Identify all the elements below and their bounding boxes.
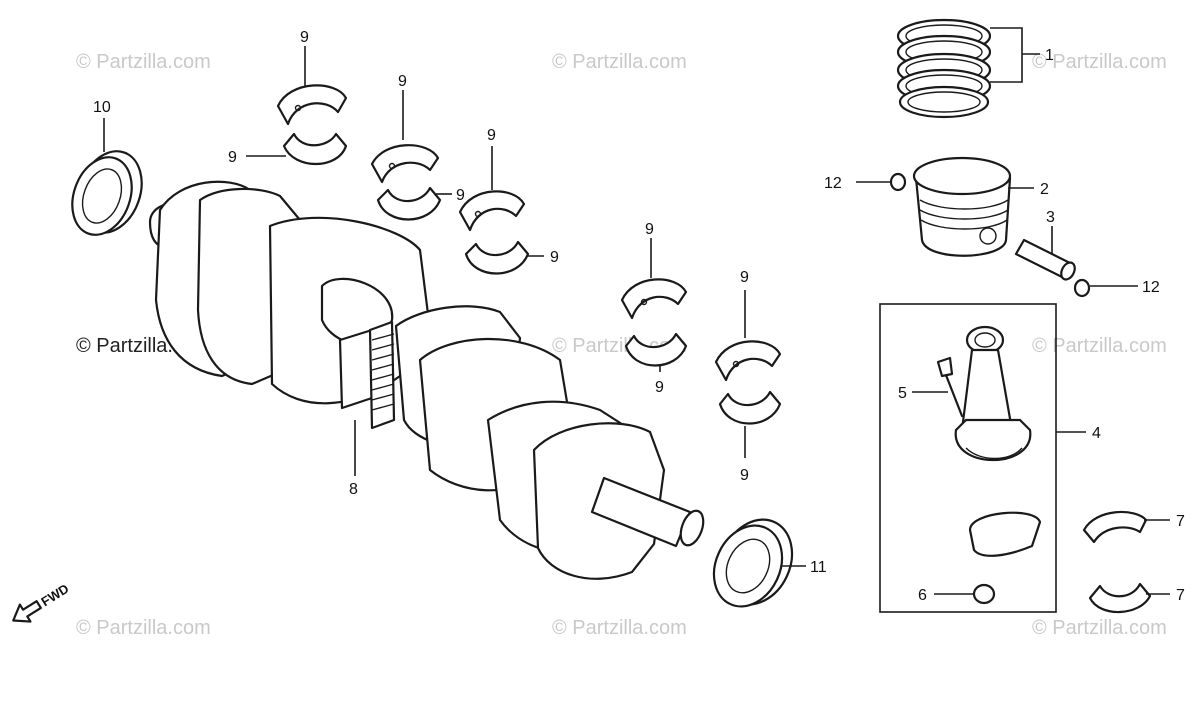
conrod-assembly-box (879, 303, 1057, 613)
oil-seal-right[interactable] (701, 508, 805, 618)
callout-9: 9 (398, 73, 407, 90)
callout-3: 3 (1046, 209, 1055, 226)
watermark: © Partzilla.com (1032, 617, 1167, 639)
callout-7: 7 (1176, 513, 1185, 530)
callout-9: 9 (487, 127, 496, 144)
piston-ring-set[interactable] (896, 18, 992, 119)
callout-7: 7 (1176, 587, 1185, 604)
watermark: © Partzilla.com (1032, 335, 1167, 357)
leader-line (990, 27, 1040, 83)
callout-10: 10 (93, 99, 111, 116)
main-bearing[interactable] (620, 278, 688, 367)
callout-9: 9 (550, 249, 559, 266)
callout-9: 9 (740, 467, 749, 484)
watermark: © Partzilla.com (76, 51, 211, 73)
callout-6: 6 (918, 587, 927, 604)
callout-9: 9 (645, 221, 654, 238)
callout-11: 11 (810, 559, 827, 576)
rod-bolt[interactable] (936, 356, 964, 418)
callout-9: 9 (655, 379, 664, 396)
fwd-label: FWD (38, 581, 71, 609)
connecting-rod[interactable] (954, 325, 1032, 461)
fwd-arrow-icon: FWD (12, 581, 71, 623)
main-bearing[interactable] (458, 190, 530, 275)
watermarks: © Partzilla.com © Partzilla.com © Partzi… (76, 51, 1167, 639)
piston-pin[interactable] (1014, 238, 1077, 282)
callout-1: 1 (1045, 47, 1054, 64)
rod-bearing-lower[interactable] (1088, 582, 1152, 614)
rod-bearing-upper[interactable] (1082, 510, 1148, 544)
main-bearing[interactable] (370, 144, 442, 221)
watermark: © Partzilla.com (1032, 51, 1167, 73)
callout-9: 9 (300, 29, 309, 46)
watermark: © Partzilla.com (552, 617, 687, 639)
callout-12: 12 (824, 175, 842, 192)
callout-4: 4 (1092, 425, 1101, 442)
piston-pin-clip-left[interactable] (889, 172, 907, 192)
watermark: © Partzilla.com (552, 51, 687, 73)
callout-8: 8 (349, 481, 358, 498)
oil-seal-left[interactable] (62, 142, 153, 243)
crankshaft[interactable] (148, 180, 708, 580)
callout-12: 12 (1142, 279, 1160, 296)
callout-5: 5 (898, 385, 907, 402)
callout-2: 2 (1040, 181, 1049, 198)
rod-nut[interactable] (972, 583, 996, 605)
callout-9: 9 (740, 269, 749, 286)
piston[interactable] (912, 156, 1012, 257)
callout-9: 9 (456, 187, 465, 204)
main-bearing[interactable] (276, 84, 348, 166)
main-bearing[interactable] (714, 340, 782, 425)
rod-cap[interactable] (968, 511, 1042, 557)
callout-9: 9 (228, 149, 237, 166)
piston-pin-clip-right[interactable] (1073, 278, 1091, 298)
watermark: © Partzilla.com (76, 617, 211, 639)
